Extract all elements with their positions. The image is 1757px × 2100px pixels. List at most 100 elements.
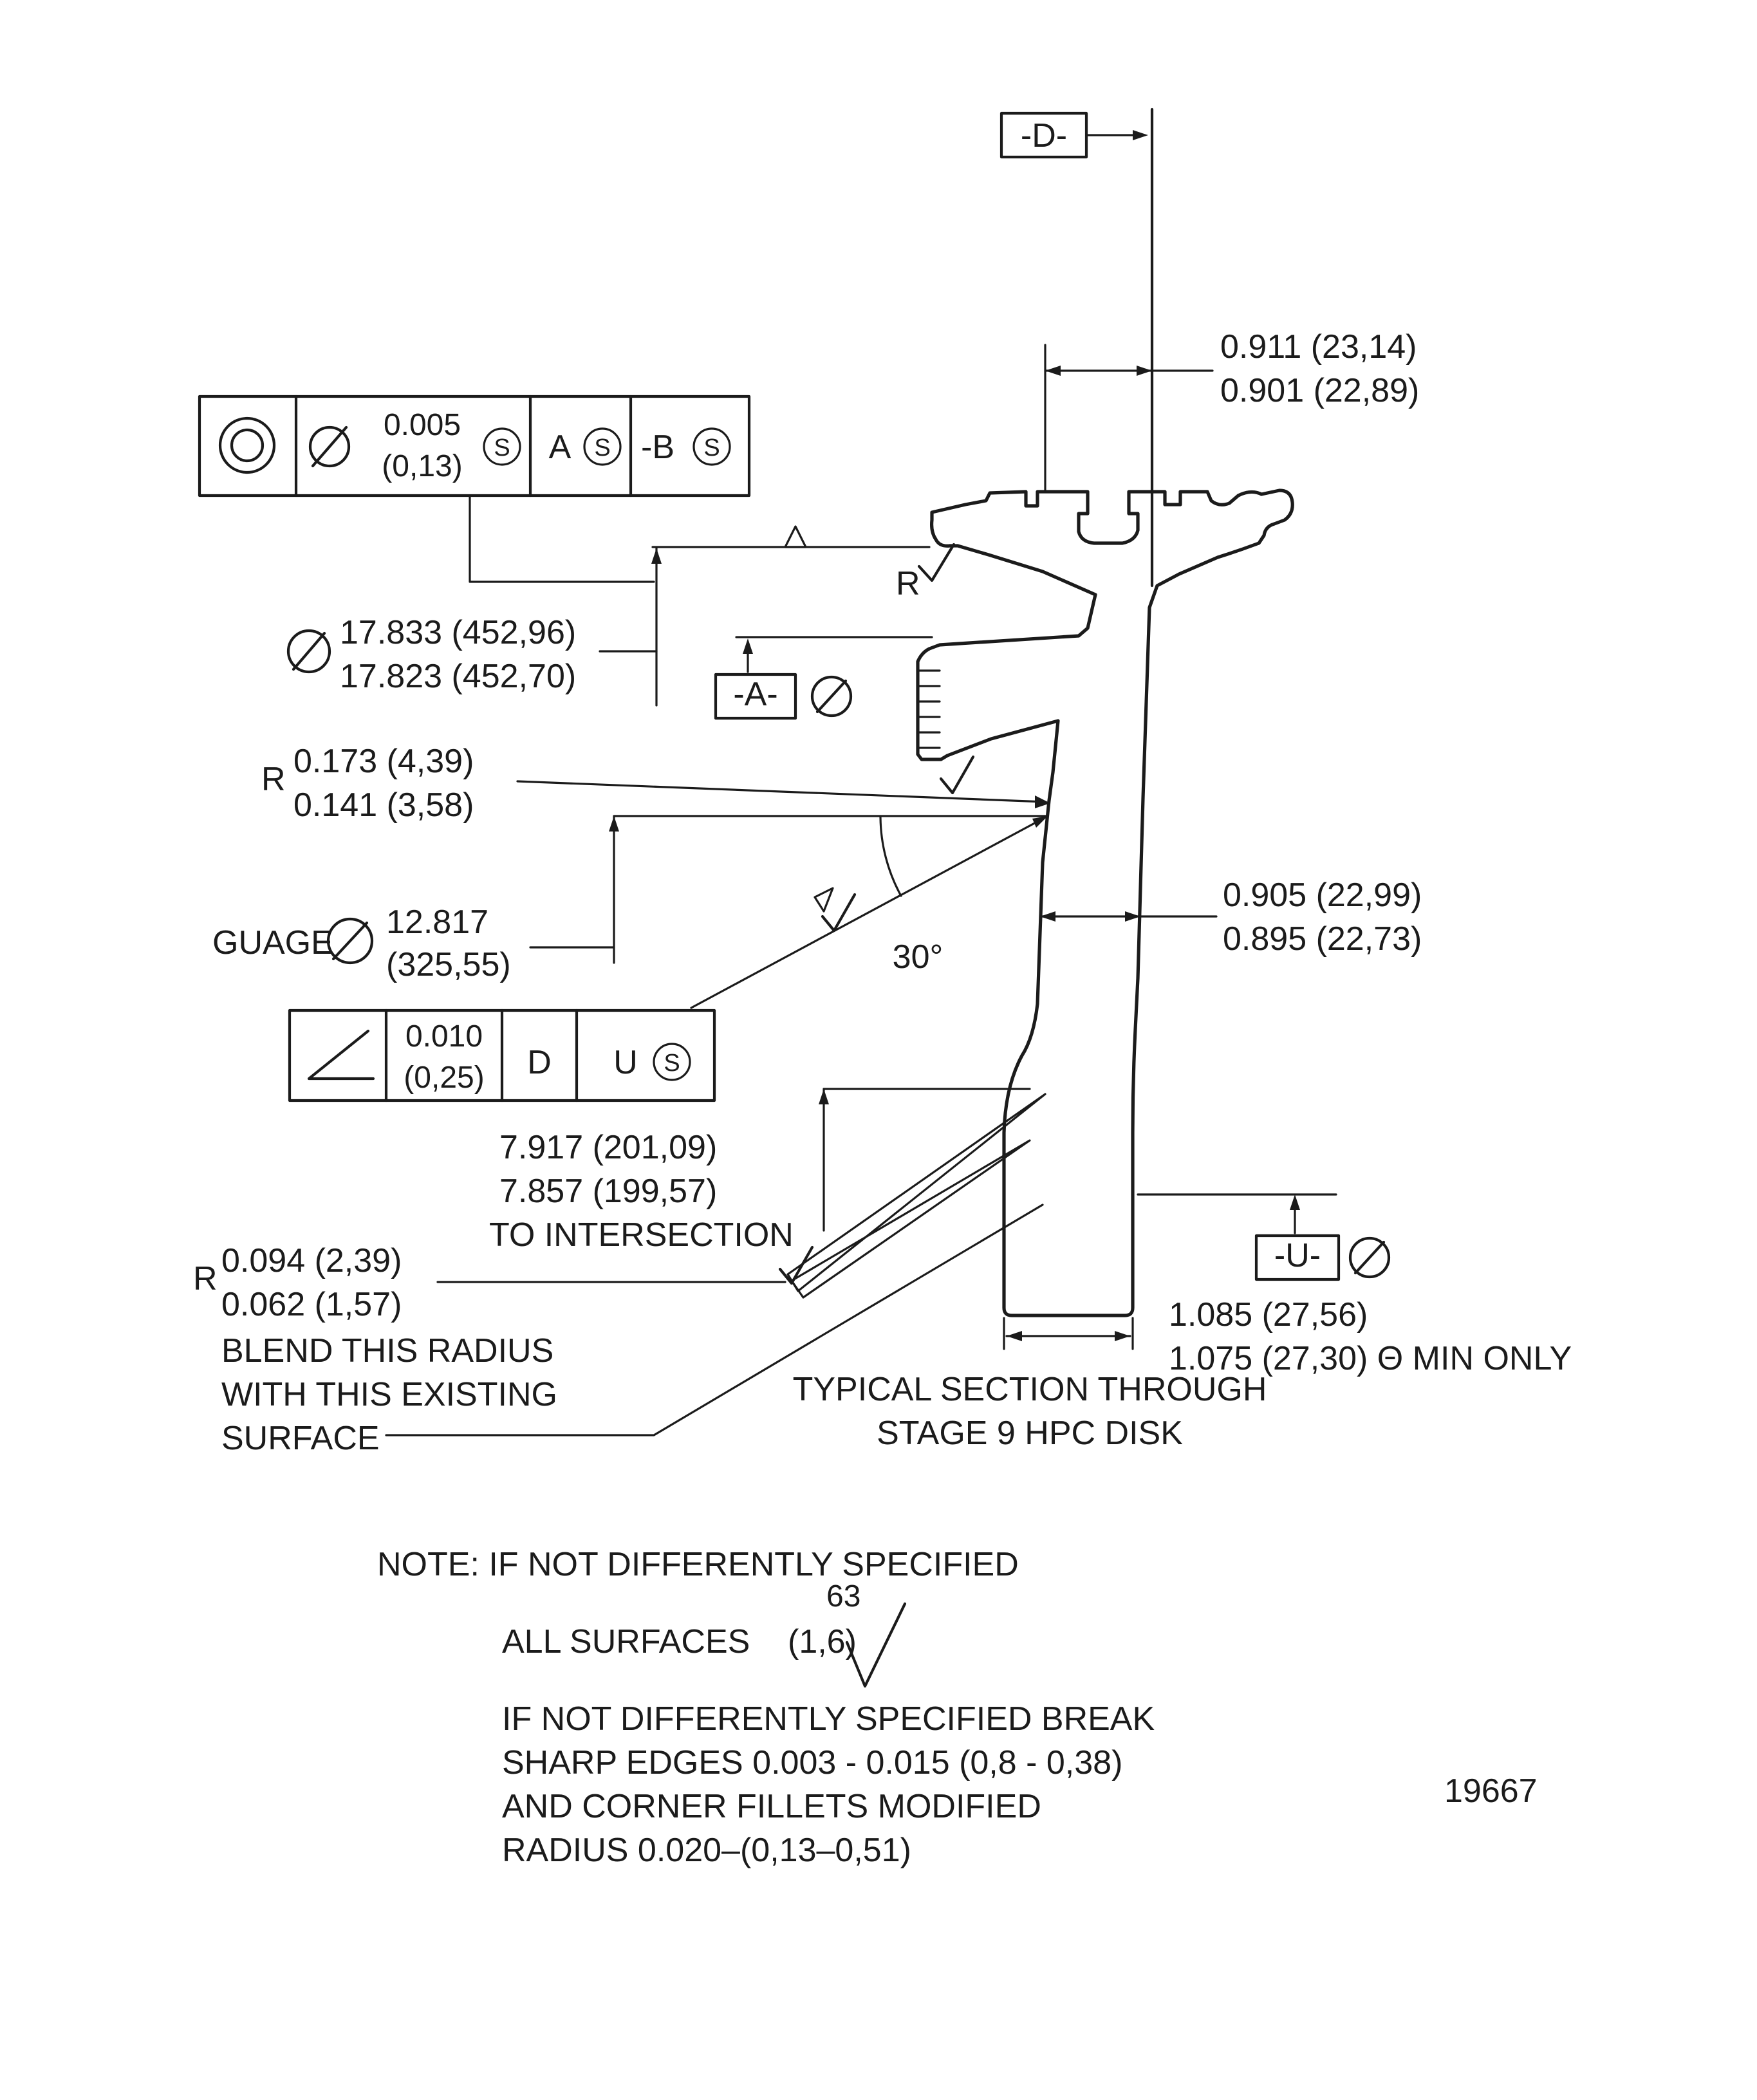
arrowhead	[1290, 1194, 1300, 1210]
surface-finish-check-icon	[917, 543, 956, 582]
arrowhead	[1115, 1331, 1130, 1341]
diameter-icon	[286, 629, 331, 674]
spline-tick-marks	[916, 669, 941, 749]
arrowhead	[743, 638, 753, 654]
fcf-leader	[469, 494, 655, 583]
fcf-modifier: S	[494, 434, 510, 461]
diameter-icon	[810, 675, 853, 718]
material-condition-icon	[653, 1043, 691, 1081]
dim-rim-diameter: 17.833 (452,96) 17.823 (452,70)	[286, 525, 931, 707]
arrowhead	[1040, 911, 1055, 922]
dim-bore-width: 1.085 (27,56) 1.075 (27,30) Θ MIN ONLY	[1003, 1296, 1572, 1377]
dim-text: 0.901 (22,89)	[1220, 372, 1419, 409]
sliver-pointer	[786, 1093, 1046, 1292]
dim-text: 17.823 (452,70)	[340, 658, 576, 695]
diameter-icon	[292, 631, 326, 671]
dim-text: 0.062 (1,57)	[221, 1286, 402, 1323]
triangle-flag-icon	[784, 525, 807, 548]
dim-text: 1.075 (27,30) Θ MIN ONLY	[1169, 1340, 1572, 1377]
fcf-modifier: S	[594, 434, 610, 461]
sliver-pointer	[790, 1139, 1031, 1299]
gauge-label: GUAGE	[212, 924, 333, 962]
angle-leg-line	[690, 815, 1049, 1009]
fcf-tolerance: (0,25)	[404, 1061, 484, 1095]
dim-text: 0.895 (22,73)	[1223, 920, 1422, 958]
datum-d-label: -D-	[1021, 117, 1067, 154]
caption-line: TYPICAL SECTION THROUGH	[793, 1371, 1267, 1408]
arrowhead	[1137, 366, 1152, 376]
arrowhead	[1045, 366, 1061, 376]
caption-line: STAGE 9 HPC DISK	[877, 1415, 1183, 1452]
radius-label: R	[896, 565, 920, 602]
material-condition-icon	[483, 427, 521, 466]
roughness-value: 63	[826, 1579, 860, 1613]
dim-text: 7.917 (201,09)	[499, 1129, 717, 1166]
note-line: IF NOT DIFFERENTLY SPECIFIED BREAK	[502, 1700, 1155, 1738]
section-caption: TYPICAL SECTION THROUGH STAGE 9 HPC DISK	[793, 1371, 1267, 1452]
feature-control-frame-concentricity: 0.005 (0,13) S A S -B S	[198, 395, 751, 583]
angularity-icon	[307, 1029, 375, 1081]
datum-u-flag: -U-	[1137, 1193, 1391, 1281]
arrowhead	[1133, 130, 1148, 140]
triangle-flag-icon	[813, 887, 834, 913]
fcf-tolerance: (0,13)	[382, 449, 462, 483]
radius-prefix: R	[193, 1260, 218, 1297]
dim-text: 0.905 (22,99)	[1223, 877, 1422, 914]
note-line: (1,6)	[788, 1623, 857, 1660]
radius-prefix: R	[261, 761, 286, 798]
dim-to-intersection: 7.917 (201,09) 7.857 (199,57) TO INTERSE…	[489, 1088, 1031, 1254]
surface-finish-check-icon	[845, 1602, 907, 1688]
note-text: WITH THIS EXISTING	[221, 1376, 557, 1413]
dim-top-width: 0.911 (23,14) 0.901 (22,89)	[1044, 328, 1419, 492]
arrowhead	[1125, 911, 1140, 922]
dim-web-radius: R 0.173 (4,39) 0.141 (3,58)	[261, 743, 1050, 824]
arrowhead	[1035, 795, 1050, 808]
blend-note: BLEND THIS RADIUS WITH THIS EXISTING SUR…	[221, 1203, 1044, 1457]
arrowhead	[651, 548, 662, 564]
dim-text: 0.141 (3,58)	[293, 786, 474, 824]
fcf-modifier: S	[703, 434, 720, 461]
diameter-icon	[326, 917, 374, 965]
datum-d-flag: -D-	[999, 111, 1148, 159]
surface-finish-check-icon	[778, 1245, 814, 1285]
dim-text: (325,55)	[386, 946, 511, 983]
datum-u-box	[1254, 1234, 1341, 1281]
fcf-tolerance: 0.005	[384, 408, 461, 442]
angle-arc	[879, 815, 902, 897]
leader-line	[385, 1203, 1044, 1436]
dim-text: 7.857 (199,57)	[499, 1173, 717, 1210]
datum-a-label: -A-	[733, 676, 777, 713]
arrowhead	[1032, 816, 1048, 828]
dim-text: TO INTERSECTION	[489, 1216, 794, 1254]
dim-angle-30: 30°	[690, 815, 1049, 1009]
feature-control-frame-angularity: 0.010 (0,25) D U S	[288, 1008, 716, 1102]
dim-web-width: 0.905 (22,99) 0.895 (22,73)	[1039, 877, 1422, 958]
concentricity-icon	[218, 416, 276, 474]
dim-text: 1.085 (27,56)	[1169, 1296, 1368, 1333]
material-condition-icon	[693, 427, 731, 466]
arrowhead	[819, 1089, 829, 1104]
datum-u-label: -U-	[1274, 1237, 1321, 1274]
material-condition-icon	[583, 427, 622, 466]
dim-text: 17.833 (452,96)	[340, 614, 576, 651]
diameter-icon	[1353, 1240, 1386, 1275]
disk-profile-path	[916, 488, 1294, 1317]
dim-text: 12.817	[386, 904, 488, 941]
figure-number: 19667	[1444, 1772, 1538, 1810]
diameter-icon	[311, 425, 348, 468]
note-line: RADIUS 0.020–(0,13–0,51)	[502, 1832, 911, 1869]
fcf-border	[198, 395, 751, 497]
fcf-datum: -B	[641, 429, 674, 466]
leader-line	[516, 780, 1046, 803]
arrowhead	[609, 816, 619, 832]
angle-text: 30°	[893, 938, 944, 976]
fcf-modifier: S	[664, 1050, 680, 1077]
surface-finish-check-icon	[821, 893, 857, 933]
dim-text: 0.094 (2,39)	[221, 1242, 402, 1279]
dim-text: 0.911 (23,14)	[1220, 328, 1417, 366]
note-line: AND CORNER FILLETS MODIFIED	[502, 1788, 1041, 1825]
datum-a-flag: -A-	[714, 636, 933, 720]
concentricity-icon	[230, 428, 265, 463]
dim-text: 0.173 (4,39)	[293, 743, 474, 780]
